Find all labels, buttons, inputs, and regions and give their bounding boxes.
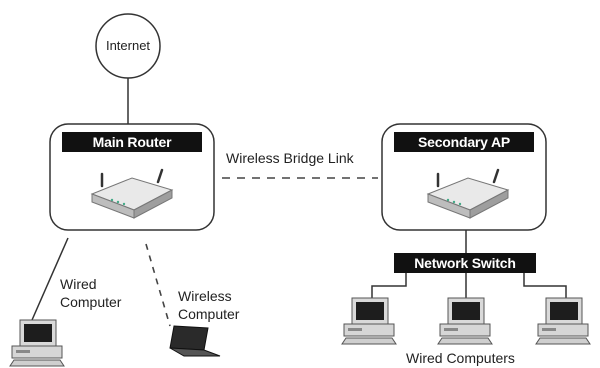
wired-computer-label-line2: Computer [60,294,122,310]
main-router-label: Main Router [62,132,202,152]
wireless-computer-line [145,243,171,327]
network-switch-label: Network Switch [394,253,536,273]
wired-computer-line [31,237,69,321]
desktop-computer-icon [535,297,591,345]
desktop-computer-icon [341,297,397,345]
wired-computers-label: Wired Computers [406,350,515,366]
internet-label: Internet [105,38,151,53]
desktop-computer-icon [437,297,493,345]
wireless-computer-label-line2: Computer [178,306,240,322]
switch-branch-right [523,272,567,300]
secondary-ap-label: Secondary AP [394,132,534,152]
wireless-bridge-link-label: Wireless Bridge Link [226,150,354,166]
desktop-computer-icon [9,319,65,367]
wired-computer-label-line1: Wired [60,276,97,292]
wireless-computer-label-line1: Wireless [178,288,232,304]
switch-branch-left [371,272,407,300]
laptop-icon [169,325,221,357]
